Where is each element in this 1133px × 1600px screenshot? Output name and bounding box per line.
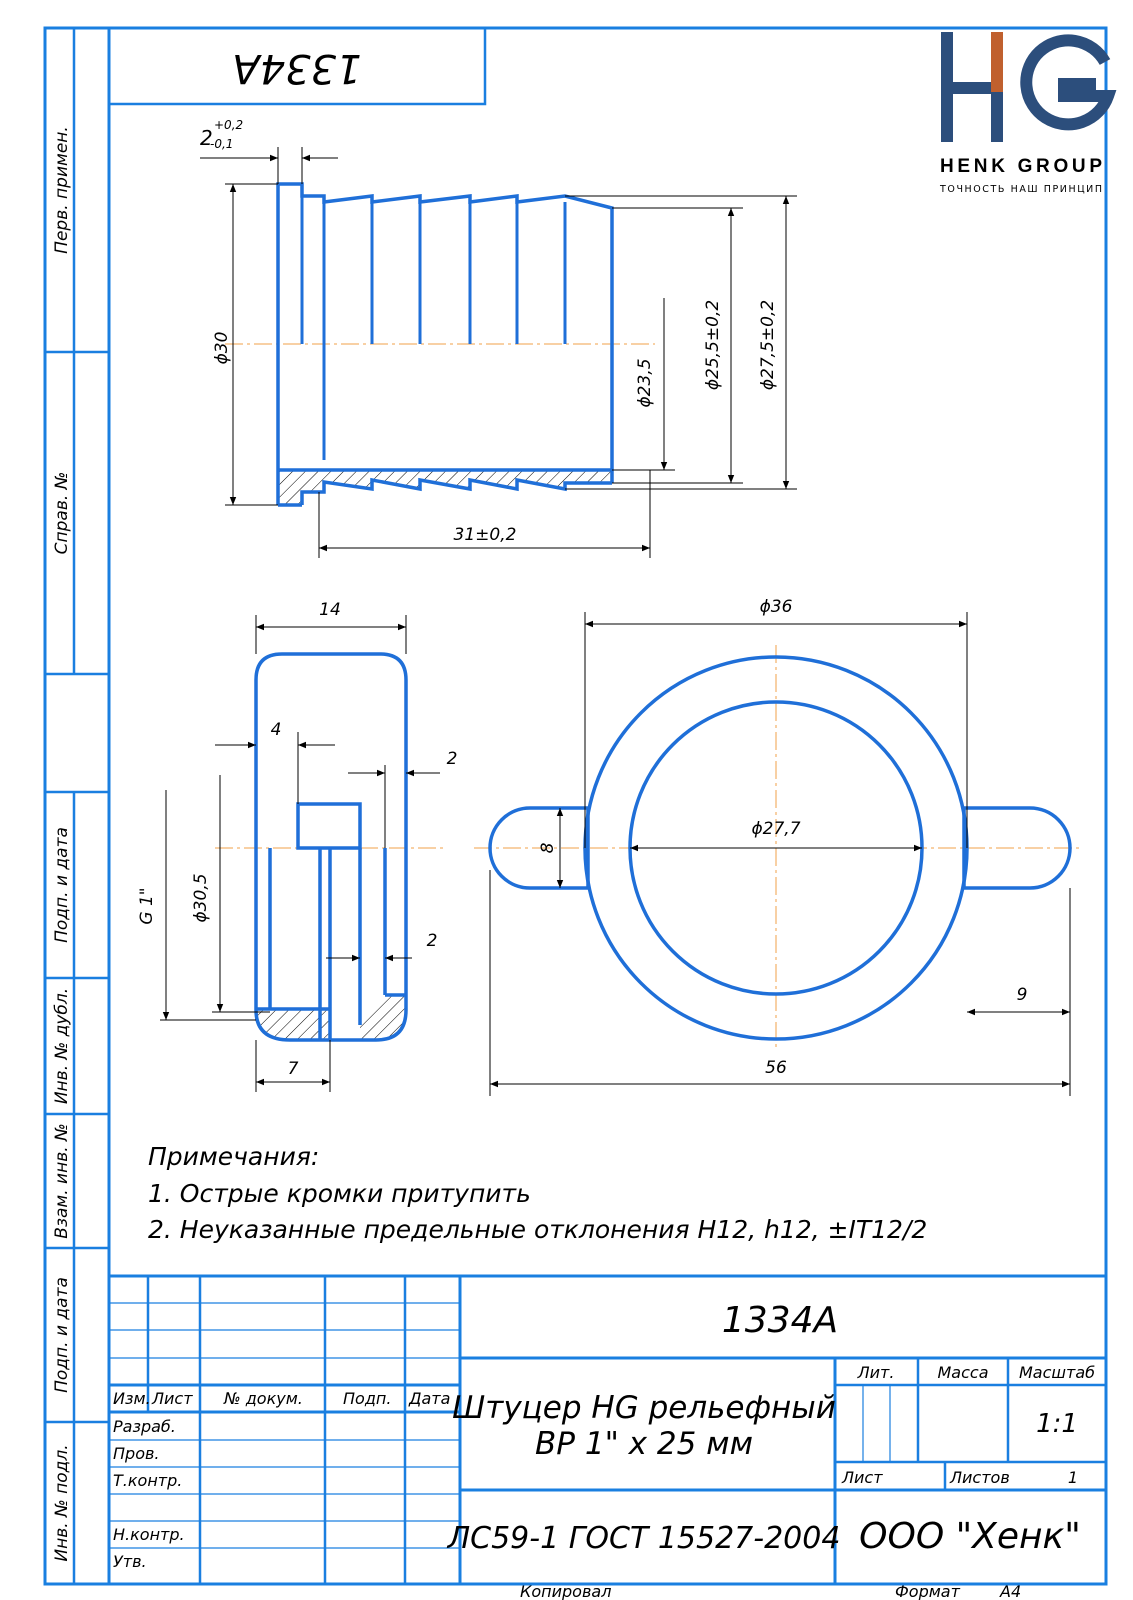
dim-d25-5: ϕ25,5±0,2 [703, 300, 723, 390]
stamp-format-value: А4 [999, 1582, 1021, 1600]
dim-w56: 56 [765, 1058, 787, 1078]
dim-w9: 9 [1017, 985, 1028, 1005]
notes: Примечания: 1. Острые кромки притупить 2… [148, 1142, 927, 1244]
title-block-code: 1334А [722, 1300, 838, 1341]
company-name: ООО "Хенк" [859, 1516, 1081, 1557]
side-label-vzam: Взам. инв. № [52, 1123, 72, 1238]
stamp-massa: Масса [937, 1363, 988, 1382]
dim-len31: 31±0,2 [454, 525, 517, 545]
side-label-podp1: Подп. и дата [52, 827, 72, 943]
nut-outline [254, 652, 408, 1042]
dim-d36: ϕ36 [760, 597, 793, 617]
dim-g1: G 1" [137, 887, 157, 924]
notes-heading: Примечания: [148, 1142, 319, 1171]
logo-slogan: ТОЧНОСТЬ НАШ ПРИНЦИП [939, 184, 1102, 195]
stamp-kopiroval: Копировал [520, 1582, 611, 1600]
title-block: 1334А Штуцер HG рельефный ВР 1" х 25 мм … [109, 1274, 1106, 1600]
dim-d27-7: ϕ27,7 [751, 819, 800, 839]
stamp-row-tkontr: Т.контр. [113, 1471, 182, 1490]
dim-d30: ϕ30 [212, 332, 232, 365]
stamp-format-label: Формат [895, 1582, 961, 1600]
dim-flange-base: 2 [200, 126, 213, 150]
stamp-col-podp: Подп. [343, 1389, 391, 1408]
stamp-scale-value: 1:1 [1036, 1409, 1078, 1439]
stamp-row-utv: Утв. [113, 1552, 147, 1571]
dim-d30-5: ϕ30,5 [191, 873, 211, 922]
stamp-row-prov: Пров. [113, 1444, 160, 1463]
sheet-frame [43, 26, 1108, 1586]
note-item-1: 1. Острые кромки притупить [148, 1179, 531, 1208]
dim-w2-lower: 2 [427, 931, 438, 951]
stamp-sheets-total: 1 [1068, 1468, 1078, 1487]
side-label-podp2: Подп. и дата [52, 1277, 72, 1393]
dim-d23-5: ϕ23,5 [635, 358, 655, 407]
material-spec: ЛС59-1 ГОСТ 15527-2004 [447, 1521, 841, 1556]
title-line-1: Штуцер HG рельефный [452, 1390, 836, 1426]
side-label-sprav: Справ. № [52, 472, 72, 555]
dim-flange-plus: +0,2 [214, 118, 243, 132]
stamp-lit: Лит. [857, 1363, 895, 1382]
dim-h8: 8 [538, 842, 558, 853]
view-barb-section: 2 +0,2 -0,1 ϕ30 ϕ23,5 ϕ25,5±0,2 ϕ27,5±0,… [200, 118, 797, 558]
stamp-listov: Листов [949, 1468, 1010, 1487]
dim-flange-minus: -0,1 [210, 137, 233, 151]
rotated-drawing-code: 1334А [232, 45, 361, 91]
side-label-inv-dubl: Инв. № дубл. [52, 988, 72, 1104]
stamp-row-nkontr: Н.контр. [113, 1525, 185, 1544]
stamp-row-razrab: Разраб. [113, 1417, 176, 1436]
company-logo: HENK GROUP ТОЧНОСТЬ НАШ ПРИНЦИП [939, 32, 1117, 195]
side-label-inv-podl: Инв. № подл. [52, 1444, 72, 1561]
view-nut-section: 14 4 2 2 G 1" ϕ30,5 7 [137, 600, 457, 1092]
hg-logo-mark-icon [941, 32, 1117, 142]
side-labels: Перв. примен. Справ. № Подп. и дата Инв.… [52, 126, 72, 1561]
barb-outline [276, 182, 614, 505]
stamp-list: Лист [841, 1468, 883, 1487]
dim-w4: 4 [271, 720, 282, 740]
stamp-masshtab: Масштаб [1019, 1363, 1095, 1382]
stamp-col-list: Лист [151, 1389, 193, 1408]
stamp-col-doc: № докум. [223, 1389, 303, 1408]
view-ring-top: ϕ36 ϕ27,7 8 9 56 [474, 597, 1080, 1096]
logo-brand: HENK GROUP [940, 156, 1102, 177]
dim-d27-5: ϕ27,5±0,2 [758, 300, 778, 390]
side-label-perv: Перв. примен. [52, 126, 72, 254]
dim-w2-upper: 2 [447, 749, 458, 769]
stamp-col-izm: Изм. [113, 1389, 151, 1408]
dim-w14: 14 [319, 600, 341, 620]
dim-w7: 7 [288, 1059, 299, 1079]
stamp-col-data: Дата [408, 1389, 450, 1408]
note-item-2: 2. Неуказанные предельные отклонения H12… [148, 1215, 927, 1244]
title-line-2: ВР 1" х 25 мм [535, 1426, 753, 1462]
